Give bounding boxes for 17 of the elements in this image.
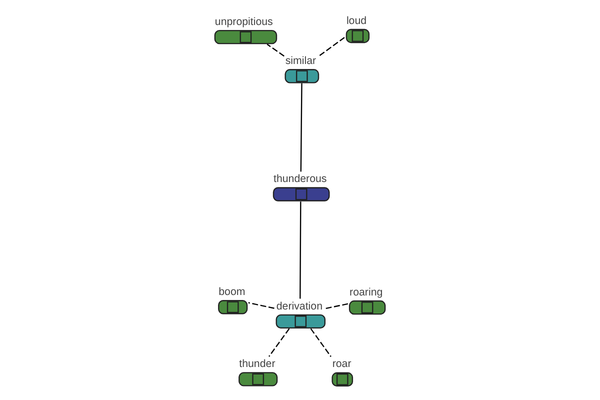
connector — [266, 44, 284, 57]
node-label: thunderous — [274, 173, 327, 186]
connector — [300, 202, 302, 299]
node-label: similar — [285, 54, 316, 67]
node-label: unpropitious — [214, 16, 273, 28]
connector — [268, 328, 290, 357]
node-label: roar — [332, 358, 352, 370]
connector — [319, 37, 345, 56]
node-label: loud — [346, 14, 367, 27]
connector — [326, 303, 348, 309]
connector — [248, 302, 274, 309]
node-label: thunder — [239, 358, 276, 370]
connector — [310, 328, 332, 357]
node-label: boom — [218, 286, 246, 298]
node-label: derivation — [276, 300, 323, 312]
connector — [300, 83, 302, 172]
node-label: roaring — [350, 286, 383, 298]
